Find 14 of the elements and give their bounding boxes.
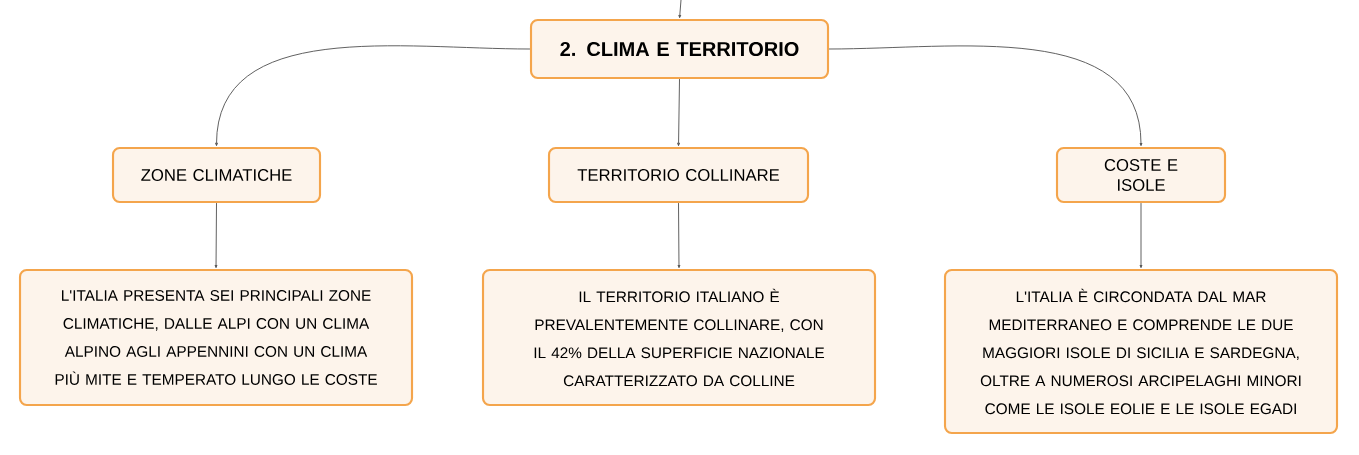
arrow	[677, 78, 680, 147]
topic-box: ZONE CLIMATICHE	[111, 146, 322, 204]
arrow	[215, 45, 531, 147]
title-box: 2. CLIMA E TERRITORIO	[529, 18, 830, 80]
arrow	[1139, 202, 1143, 269]
topic-box: COSTE E ISOLE	[1055, 146, 1227, 204]
arrow	[677, 202, 681, 269]
arrow	[678, 0, 682, 19]
description-box: L'ITALIA PRESENTA SEI PRINCIPALI ZONE CLIMATICHE, DALLE ALPI CON UN CLIMA ALPINO AGLI APPENNINI CON UN CLIMA PIÙ MITE E TEMPERATO LUNGO LE COSTE	[18, 268, 414, 407]
arrow	[828, 45, 1143, 147]
topic-box: TERRITORIO COLLINARE	[547, 146, 810, 204]
description-box: L'ITALIA È CIRCONDATA DAL MAR MEDITERRANEO E COMPRENDE LE DUE MAGGIORI ISOLE DI SICILIA E SARDEGNA, OLTRE A NUMEROSI ARCIPELAGHI MINORI COME LE ISOLE EOLIE E LE ISOLE EGADI	[943, 268, 1339, 435]
description-box: IL TERRITORIO ITALIANO È PREVALENTEMENTE COLLINARE, CON IL 42% DELLA SUPERFICIE NAZIONALE CARATTERIZZATO DA COLLINE	[481, 268, 877, 407]
arrow	[214, 202, 218, 269]
